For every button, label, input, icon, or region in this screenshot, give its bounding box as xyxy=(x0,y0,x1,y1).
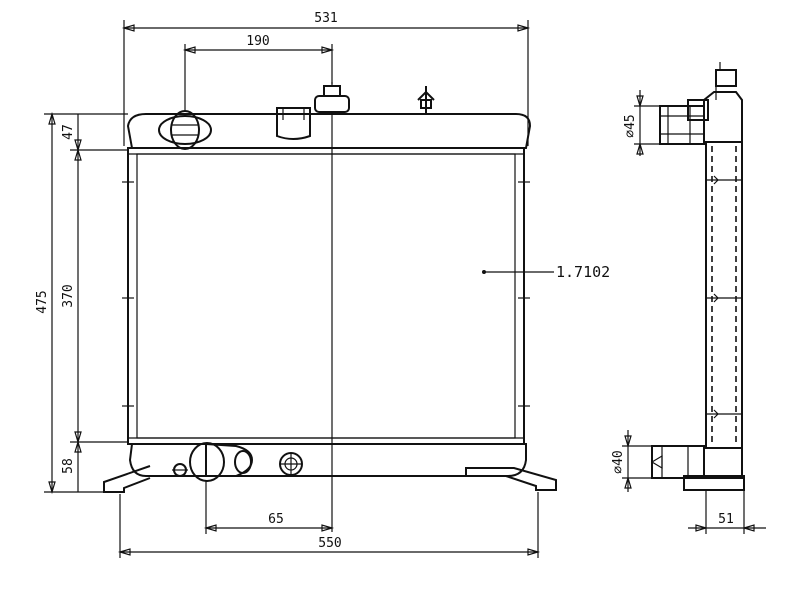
dim-outlet-diameter: ⌀40 xyxy=(611,450,626,473)
dim-inlet-offset: 190 xyxy=(246,34,269,49)
dimension-lines xyxy=(44,20,554,558)
core-inner-border xyxy=(136,153,516,439)
side-outlet-pipe xyxy=(650,445,705,479)
dim-top-tank-height: 47 xyxy=(61,124,76,140)
side-core xyxy=(705,141,743,449)
mounting-bracket-left xyxy=(103,465,151,493)
dimension-labels: 531 190 475 47 370 58 65 550 1.7102 xyxy=(35,11,610,551)
dim-depth: 51 xyxy=(718,512,734,527)
front-view xyxy=(103,82,557,493)
dim-core-height: 370 xyxy=(61,284,76,307)
dim-bottom-tank-height: 58 xyxy=(61,458,76,474)
side-view xyxy=(622,62,766,534)
dim-total-height: 475 xyxy=(35,290,50,313)
side-inlet-pipe xyxy=(659,105,705,145)
dim-inlet-diameter: ⌀45 xyxy=(623,114,638,137)
small-plug-left xyxy=(172,463,188,477)
inlet-pipe xyxy=(158,110,212,150)
side-bottom-tank xyxy=(703,448,743,479)
drain-plug xyxy=(279,452,303,476)
filler-neck xyxy=(276,107,311,140)
side-mounting-marks xyxy=(122,181,530,407)
dim-overall-bottom-width: 550 xyxy=(318,536,341,551)
outlet-pipe xyxy=(189,442,254,482)
side-view-labels: ⌀45 ⌀40 51 xyxy=(611,114,734,527)
dim-overall-top-width: 531 xyxy=(314,11,337,26)
part-number-label: 1.7102 xyxy=(556,263,610,281)
side-top-tank xyxy=(703,91,743,142)
dim-outlet-offset: 65 xyxy=(268,512,284,527)
radiator-core xyxy=(127,147,525,445)
radiator-cap xyxy=(314,82,350,113)
vent-arrow-icon xyxy=(417,86,435,114)
top-tank-outline xyxy=(126,113,532,149)
mounting-bracket-right xyxy=(465,467,557,491)
